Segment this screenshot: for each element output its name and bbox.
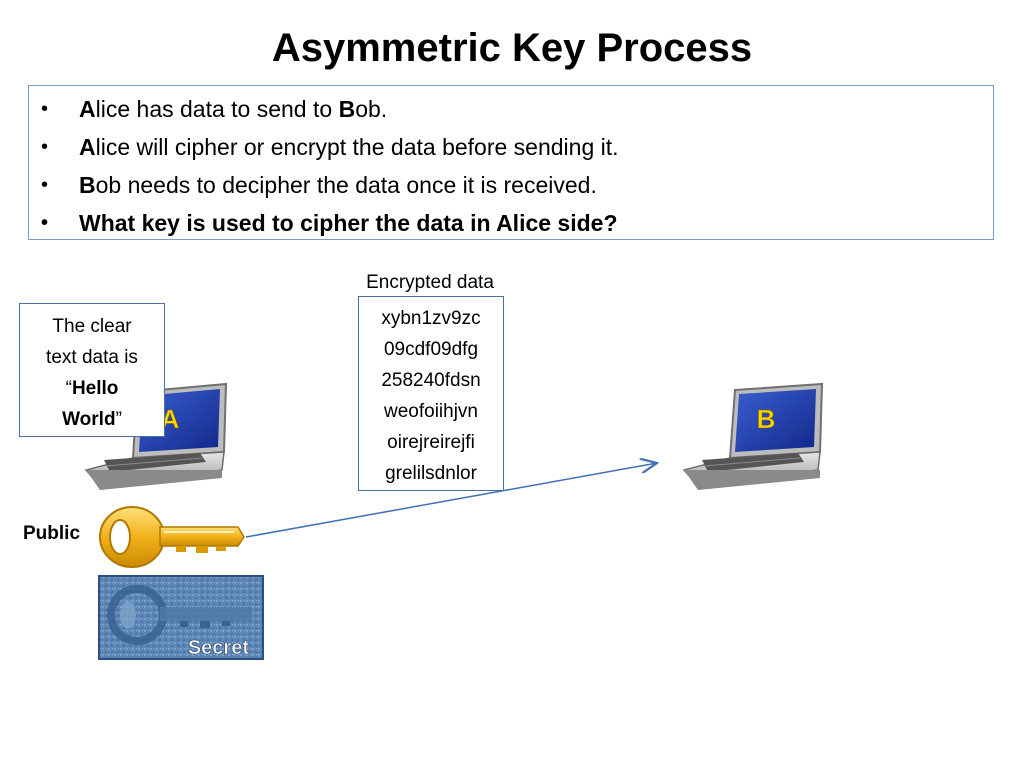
clear-text-line: text data is [46,347,138,368]
ciphertext-line: 258240fdsn [381,370,481,391]
laptop-icon: B [682,382,824,490]
ciphertext-line: grelilsdnlor [385,463,477,484]
laptop-label-alice: A [161,404,180,434]
clear-text-box: The clear text data is “Hello World” [19,303,165,437]
quote-mark: “ [65,378,72,399]
bullet-text: ob. [355,96,388,122]
ciphertext-line: oirejreirejfi [387,432,475,453]
encrypted-data-box: xybn1zv9zc 09cdf09dfg 258240fdsn weofoii… [358,296,504,491]
bullet-bold-initial: A [79,134,96,160]
bullet-dot: • [41,174,49,196]
bullet-item: • What key is used to cipher the data in… [29,204,993,242]
bullet-text: lice has data to send to [95,96,339,122]
golden-key-icon [99,506,245,568]
bullet-box: • Alice has data to send to Bob. • Alice… [28,85,994,240]
bullet-text: lice will cipher or encrypt the data bef… [95,134,619,160]
clear-text-line: The clear [52,316,132,337]
clear-text-hello: Hello [71,378,119,399]
bullet-item: • Bob needs to decipher the data once it… [29,166,993,204]
clear-text-line: “Hello [20,373,164,404]
bullet-dot: • [41,136,49,158]
bullet-bold-initial: B [338,96,356,122]
public-key-label: Public [23,523,81,544]
secret-key-icon: Secret [98,575,264,660]
ciphertext-line: weofoiihjvn [384,401,478,422]
bullet-text: ob needs to decipher the data once it is… [95,172,597,198]
encrypted-data-label: Encrypted data [366,272,494,293]
bullet-bold-initial: B [79,172,96,198]
bullet-dot: • [41,212,49,234]
slide-title: Asymmetric Key Process [271,26,753,70]
secret-key-label: Secret [188,637,249,659]
bullet-question: What key is used to cipher the data in A… [79,210,618,236]
bullet-item: • Alice will cipher or encrypt the data … [29,128,993,166]
clear-text-world: World [62,409,116,430]
ciphertext-line: xybn1zv9zc [381,308,481,329]
clear-text-line: World” [20,404,164,435]
laptop-label-bob: B [757,404,776,434]
bullet-dot: • [41,98,49,120]
quote-mark: ” [115,409,122,430]
bullet-bold-initial: A [79,96,96,122]
ciphertext-line: 09cdf09dfg [383,339,479,360]
bullet-item: • Alice has data to send to Bob. [29,90,993,128]
encryption-arrow [245,463,657,538]
